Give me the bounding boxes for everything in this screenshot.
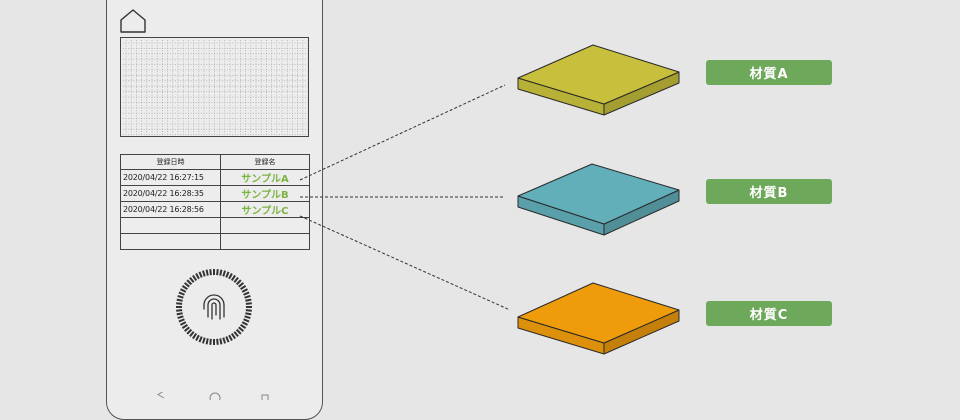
connector-lines xyxy=(299,84,511,311)
table-header-row: 登録日時 登録名 xyxy=(120,154,310,170)
material-slab-c xyxy=(517,282,680,355)
scan-preview-area xyxy=(120,37,309,137)
home-icon[interactable] xyxy=(119,8,147,34)
home-nav-icon[interactable] xyxy=(209,392,221,400)
fingerprint-ring xyxy=(176,269,252,345)
recent-icon[interactable] xyxy=(261,394,269,400)
material-diagram xyxy=(299,44,680,355)
dot-grid xyxy=(123,40,308,136)
back-icon[interactable] xyxy=(157,392,165,399)
material-label-c: 材質C xyxy=(706,301,832,326)
registration-table: 登録日時 登録名 2020/04/22 16:27:15 サンプルA 2020/… xyxy=(120,154,310,250)
material-slab-a xyxy=(517,44,680,116)
material-slab-b xyxy=(517,163,680,236)
material-label-a: 材質A xyxy=(706,60,832,85)
navigation-bar xyxy=(157,392,269,400)
fingerprint-icon xyxy=(203,294,225,320)
table-row[interactable]: 2020/04/22 16:28:35 サンプルB xyxy=(120,185,310,202)
row-name: サンプルC xyxy=(220,201,310,218)
material-label-b: 材質B xyxy=(706,179,832,204)
connector-a xyxy=(299,84,506,181)
fingerprint-button[interactable] xyxy=(174,267,254,347)
table-row[interactable]: 2020/04/22 16:28:56 サンプルC xyxy=(120,201,310,218)
connector-c xyxy=(299,215,511,311)
row-name xyxy=(220,233,310,250)
table-row[interactable] xyxy=(120,233,310,250)
